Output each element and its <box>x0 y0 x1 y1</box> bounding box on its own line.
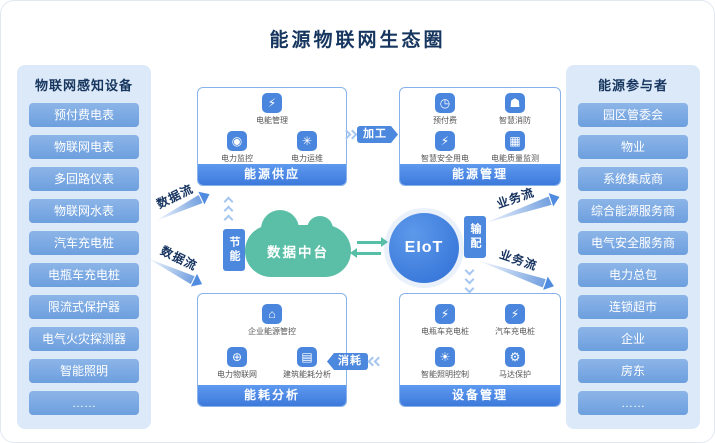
consumption-flow: 消耗 <box>327 353 384 370</box>
feature-ebike-charger: ⚡ 电瓶车充电桩 <box>414 304 476 337</box>
bolt-icon: ⚡ <box>262 93 282 113</box>
chevron-up-icon <box>223 214 234 225</box>
processing-flow: 加工 <box>341 126 398 143</box>
page-title: 能源物联网生态圈 <box>269 30 446 51</box>
feature-label: 建筑能耗分析 <box>283 370 331 379</box>
panel-item-ellipsis: …… <box>578 391 688 415</box>
panel-item: 物联网电表 <box>29 135 139 159</box>
module-title-energy-management: 能源管理 <box>400 164 560 185</box>
gear-icon: ⚙ <box>505 347 525 367</box>
right-panel-title: 能源参与者 <box>597 78 668 93</box>
distribution-flow-chevrons <box>464 265 475 294</box>
eiot-label: EIoT <box>404 239 444 256</box>
feature-safe-power: ⚡ 智慧安全用电 <box>414 131 476 164</box>
charger-icon: ⚡ <box>435 304 455 324</box>
gauge-icon: ◷ <box>435 93 455 113</box>
feature-label: 电力运维 <box>291 154 323 163</box>
grid-chart-icon: ▦ <box>505 131 525 151</box>
panel-item: 多回路仪表 <box>29 167 139 191</box>
panel-item: 园区管委会 <box>578 103 688 127</box>
panel-item: 电气安全服务商 <box>578 231 688 255</box>
feature-label: 电能质量监测 <box>491 154 539 163</box>
chart-icon: ▤ <box>297 347 317 367</box>
feature-label: 预付费 <box>433 116 457 125</box>
data-platform-cloud: 数据中台 <box>245 210 351 277</box>
business-flow-arrow-bottom: 业务流 <box>477 239 558 293</box>
panel-item: 房东 <box>578 359 688 383</box>
feature-label: 企业能源管控 <box>248 327 296 336</box>
asterisk-icon: ✳ <box>297 131 317 151</box>
left-panel-title: 物联网感知设备 <box>34 78 133 93</box>
feature-smart-lighting: ☀ 智能照明控制 <box>414 347 476 380</box>
feature-building-energy: ▤ 建筑能耗分析 <box>276 347 338 380</box>
feature-smart-fire: ☗ 智慧消防 <box>484 93 546 126</box>
sun-icon: ☀ <box>435 347 455 367</box>
feature-label: 马达保护 <box>499 370 531 379</box>
panel-item: 预付费电表 <box>29 103 139 127</box>
panel-item: 电瓶车充电桩 <box>29 263 139 287</box>
distribution-label: 输配 <box>464 216 486 258</box>
feature-energy-mgmt: ⚡ 电能管理 <box>241 93 303 126</box>
panel-item: 系统集成商 <box>578 167 688 191</box>
chevron-down-icon <box>464 283 475 294</box>
saving-flow-chevrons <box>223 196 234 225</box>
module-energy-management: ◷ 预付费 ☗ 智慧消防 ⚡ 智慧安全用电 ▦ 电能质量监测 能源管理 <box>399 87 561 186</box>
feature-car-charger: ⚡ 汽车充电桩 <box>484 304 546 337</box>
panel-item: 电力总包 <box>578 263 688 287</box>
panel-item: 物业 <box>578 135 688 159</box>
feature-label: 智慧消防 <box>499 116 531 125</box>
data-flow-arrow-top: 数据流 <box>146 176 213 225</box>
module-energy-analysis: ⌂ 企业能源管控 ⊕ 电力物联网 ▤ 建筑能耗分析 能耗分析 <box>197 293 347 407</box>
charger-icon: ⚡ <box>505 304 525 324</box>
chevron-left-icon <box>373 356 384 367</box>
panel-item: 企业 <box>578 327 688 351</box>
module-title-energy-analysis: 能耗分析 <box>198 385 346 406</box>
feature-power-quality: ▦ 电能质量监测 <box>484 131 546 164</box>
exchange-arrow-right-icon <box>357 237 388 247</box>
panel-item: 综合能源服务商 <box>578 199 688 223</box>
eiot-circle: EIoT <box>389 213 459 283</box>
module-title-device-management: 设备管理 <box>400 385 560 406</box>
panel-item-ellipsis: …… <box>29 391 139 415</box>
module-device-management: ⚡ 电瓶车充电桩 ⚡ 汽车充电桩 ☀ 智能照明控制 ⚙ 马达保护 设备管理 <box>399 293 561 407</box>
feature-label: 汽车充电桩 <box>495 327 535 336</box>
panel-item: 智能照明 <box>29 359 139 383</box>
module-title-energy-supply: 能源供应 <box>198 164 346 185</box>
feature-enterprise-energy: ⌂ 企业能源管控 <box>241 304 303 337</box>
feature-prepaid: ◷ 预付费 <box>414 93 476 126</box>
data-flow-arrow-bottom: 数据流 <box>146 238 208 291</box>
monitor-icon: ◉ <box>227 131 247 151</box>
feature-label: 智能照明控制 <box>421 370 469 379</box>
panel-item: 汽车充电桩 <box>29 231 139 255</box>
saving-label: 节能 <box>223 229 245 271</box>
house-icon: ⌂ <box>262 304 282 324</box>
shield-icon: ☗ <box>505 93 525 113</box>
feature-label: 电力监控 <box>221 154 253 163</box>
energy-participants-panel: 能源参与者 园区管委会 物业 系统集成商 综合能源服务商 电气安全服务商 电力总… <box>566 65 700 429</box>
feature-power-iot: ⊕ 电力物联网 <box>206 347 268 380</box>
consumption-label: 消耗 <box>327 353 368 370</box>
feature-label: 智慧安全用电 <box>421 154 469 163</box>
feature-label: 电能管理 <box>256 116 288 125</box>
feature-motor-protection: ⚙ 马达保护 <box>484 347 546 380</box>
feature-power-monitoring: ◉ 电力监控 <box>206 131 268 164</box>
feature-label: 电力物联网 <box>217 370 257 379</box>
panel-item: 限流式保护器 <box>29 295 139 319</box>
bolt-icon: ⚡ <box>435 131 455 151</box>
panel-item: 连锁超市 <box>578 295 688 319</box>
exchange-arrow-left-icon <box>350 248 381 258</box>
chevron-right-icon <box>347 129 358 140</box>
feature-label: 电瓶车充电桩 <box>421 327 469 336</box>
panel-item: 电气火灾探测器 <box>29 327 139 351</box>
globe-icon: ⊕ <box>227 347 247 367</box>
panel-item: 物联网水表 <box>29 199 139 223</box>
processing-label: 加工 <box>357 126 398 143</box>
cloud-label: 数据中台 <box>267 245 329 260</box>
iot-devices-panel: 物联网感知设备 预付费电表 物联网电表 多回路仪表 物联网水表 汽车充电桩 电瓶… <box>17 65 151 429</box>
feature-power-ops: ✳ 电力运维 <box>276 131 338 164</box>
module-energy-supply: ⚡ 电能管理 ◉ 电力监控 ✳ 电力运维 能源供应 <box>197 87 347 186</box>
